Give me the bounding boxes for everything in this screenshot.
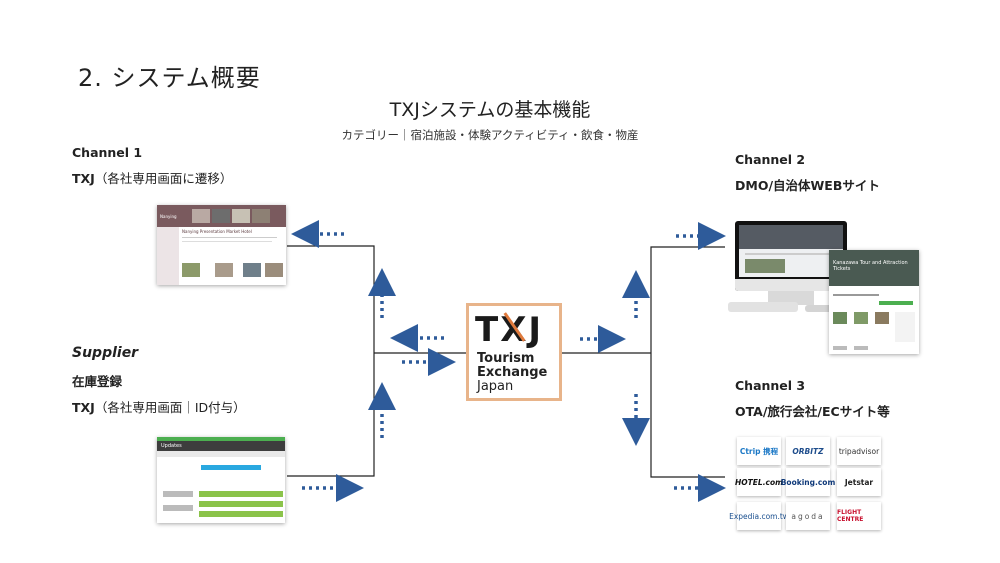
supplier-label: Supplier 在庫登録 TXJ（各社専用画面｜ID付与） — [72, 345, 246, 416]
diagram-subtitle: カテゴリー｜宿泊施設・体験アクティビティ・飲食・物産 — [341, 128, 639, 142]
ota-logo-expedia: Expedia.com.tw — [729, 502, 789, 530]
channel2-mobile-screen: Kanazawa Tour and Attraction Tickets — [829, 250, 919, 354]
supplier-heading: Supplier — [72, 345, 139, 361]
channel1-desc: TXJ（各社専用画面に遷移） — [72, 171, 233, 186]
ota-logo-hotels: HOTEL.com — [735, 468, 783, 496]
supplier-screenshot: Updates — [157, 437, 285, 523]
ota-logo-tripadvisor: tripadvisor — [837, 437, 881, 465]
supplier-screen-title: Updates — [157, 441, 285, 451]
channel3-label: Channel 3 OTA/旅行会社/ECサイト等 — [735, 378, 890, 420]
channel2-desc: DMO/自治体WEBサイト — [735, 178, 880, 193]
channel1-screenshot: Nanying Nanying Presentation Market Hote… — [157, 205, 286, 285]
channel2-label: Channel 2 DMO/自治体WEBサイト — [735, 152, 880, 194]
ota-logo-ctrip: Ctrip 携程 — [737, 437, 781, 465]
mouse — [805, 305, 833, 312]
txj-logo-text: Tourism Exchange Japan — [477, 351, 548, 394]
monitor-stand — [768, 291, 814, 305]
txj-logo: TXJ Tourism Exchange Japan — [466, 303, 562, 401]
channel1-label: Channel 1 TXJ（各社専用画面に遷移） — [72, 145, 232, 187]
right-connector-lines — [562, 246, 725, 478]
supplier-line1: 在庫登録 — [72, 374, 123, 389]
diagram-title: TXJシステムの基本機能 — [389, 99, 591, 121]
ota-logo-jetstar: Jetstar — [837, 468, 881, 496]
ota-logo-agoda: agoda — [786, 502, 830, 530]
supplier-desc: TXJ（各社専用画面｜ID付与） — [72, 400, 246, 415]
channel2-monitor — [735, 221, 847, 291]
ota-logo-orbitz: ORBITZ — [786, 437, 830, 465]
channel3-heading: Channel 3 — [735, 378, 806, 393]
ota-logo-flightcentre: FLIGHT CENTRE — [837, 502, 881, 530]
section-title: 2. システム概要 — [78, 64, 261, 92]
keyboard — [728, 302, 798, 312]
channel2-heading: Channel 2 — [735, 152, 806, 167]
channel1-screen-title: Nanying Presentation Market Hotel — [182, 229, 252, 234]
channel1-heading: Channel 1 — [72, 145, 143, 160]
channel2-screen-title: Kanazawa Tour and Attraction Tickets — [829, 250, 919, 286]
channel3-desc: OTA/旅行会社/ECサイト等 — [735, 404, 890, 419]
ota-logo-booking: Booking.com — [781, 468, 835, 496]
